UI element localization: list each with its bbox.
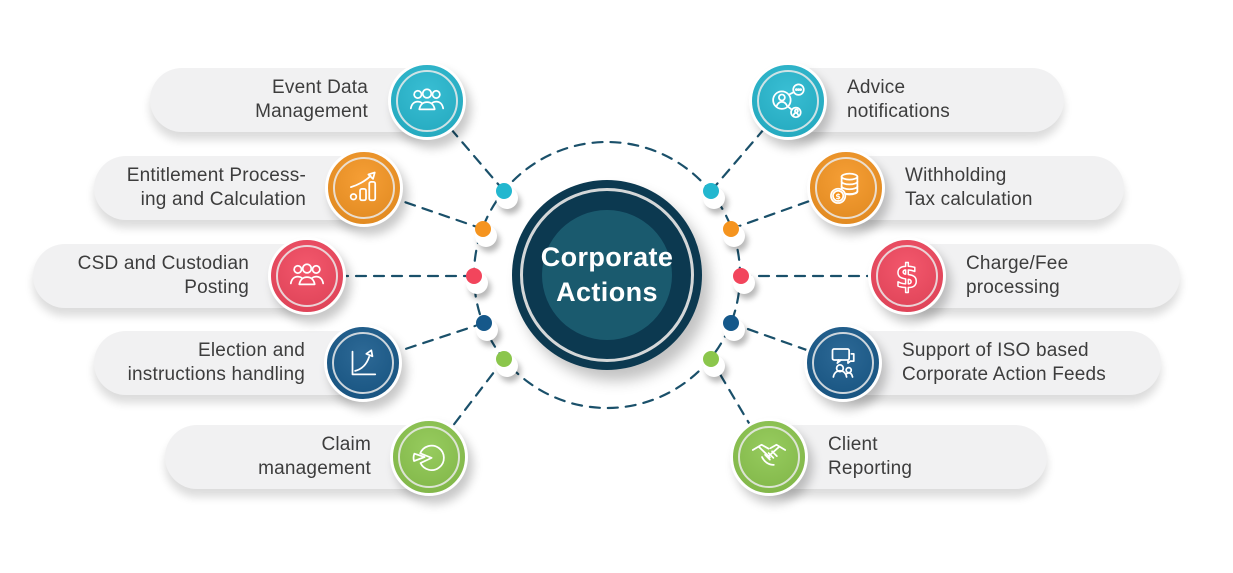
node-charge-fee-processing: $ [868,237,946,315]
node-election-instructions [324,324,402,402]
svg-text:$: $ [835,192,840,201]
coins-dollar-icon: $ [815,157,877,219]
node-entitlement-processing [325,149,403,227]
dollar-sign-icon: $ [876,245,938,307]
line-chart-arrow-icon [332,332,394,394]
svg-text:$: $ [895,256,918,295]
network-people-icon [757,70,819,132]
node-iso-corporate-feeds [804,324,882,402]
node-event-data-management [388,62,466,140]
handshake-icon [738,426,800,488]
node-withholding-tax: $ [807,149,885,227]
node-client-reporting [730,418,808,496]
pie-chart-icon [398,426,460,488]
bar-chart-growth-icon [333,157,395,219]
label-text: Entitlement Process-ing and Calculation [126,165,306,210]
people-group-icon [396,70,458,132]
node-claim-management [390,418,468,496]
node-advice-notifications [749,62,827,140]
chat-people-icon [812,332,874,394]
node-csd-custodian-posting [268,237,346,315]
people-group-icon [276,245,338,307]
